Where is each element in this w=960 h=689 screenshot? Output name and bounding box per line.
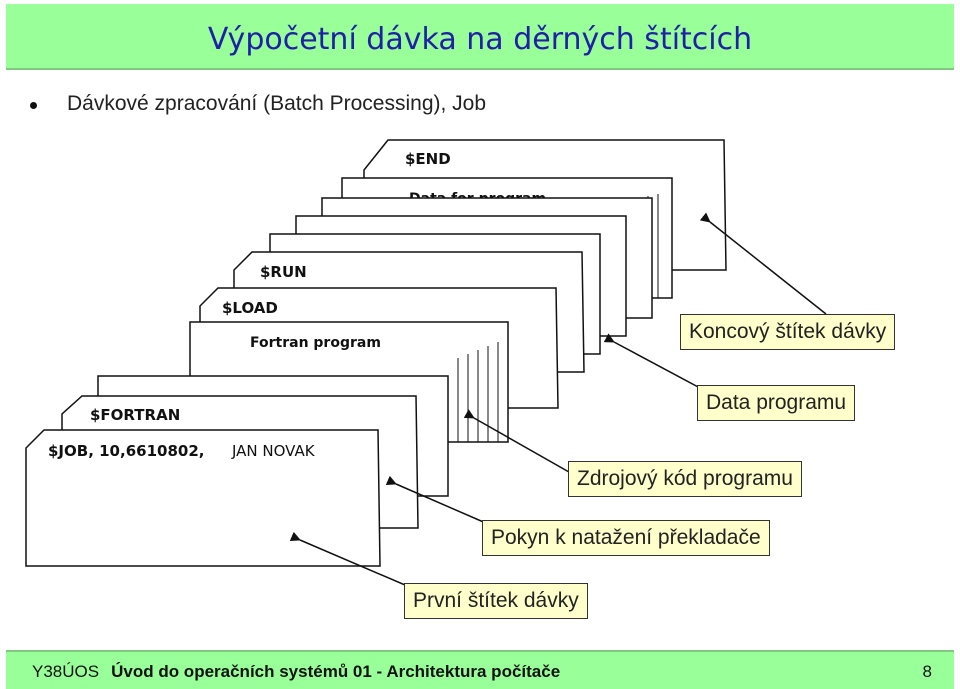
- bullet-text: Dávkové zpracování (Batch Processing), J…: [67, 92, 487, 115]
- callout-data: Data programu: [697, 385, 856, 421]
- callout-first-card: První štítek dávky: [404, 583, 588, 619]
- arrow-data: [603, 333, 701, 389]
- footer-left: Y38ÚOS Úvod do operačních systémů 01 - Ar…: [32, 662, 560, 682]
- footer-subject: Úvod do operačních systémů 01 - Architek…: [111, 662, 561, 681]
- bullet-dot: [30, 102, 37, 109]
- slide-title: Výpočetní dávka na děrných štítcích: [207, 22, 753, 57]
- callout-compiler: Pokyn k natažení překladače: [482, 520, 770, 556]
- callout-source: Zdrojový kód programu: [568, 461, 802, 497]
- card-job-name: JAN NOVAK: [231, 442, 316, 460]
- card-job: $JOB, 10,6610802, JAN NOVAK: [25, 429, 381, 567]
- card-fortran-program-label: Fortran program: [250, 335, 381, 351]
- card-job-label: $JOB, 10,6610802,: [48, 442, 204, 460]
- title-bar: Výpočetní dávka na děrných štítcích: [6, 4, 954, 70]
- arrow-compiler: [385, 475, 489, 525]
- arrow-first-card: [289, 531, 413, 589]
- card-end-label: $END: [405, 150, 451, 168]
- card-load-label: $LOAD: [222, 299, 278, 317]
- card-fortran-label: $FORTRAN: [90, 406, 180, 424]
- arrow-end-card: [699, 212, 827, 315]
- punched-card-deck: $END Data for program $RUN $LOAD Fortran…: [25, 139, 827, 589]
- callout-end-card: Koncový štítek dávky: [680, 314, 896, 350]
- arrow-source: [463, 409, 577, 477]
- page-number: 8: [922, 662, 932, 681]
- footer-course: Y38ÚOS: [32, 662, 100, 681]
- footer-bar: Y38ÚOS Úvod do operačních systémů 01 - Ar…: [6, 650, 954, 689]
- card-run-label: $RUN: [260, 263, 307, 281]
